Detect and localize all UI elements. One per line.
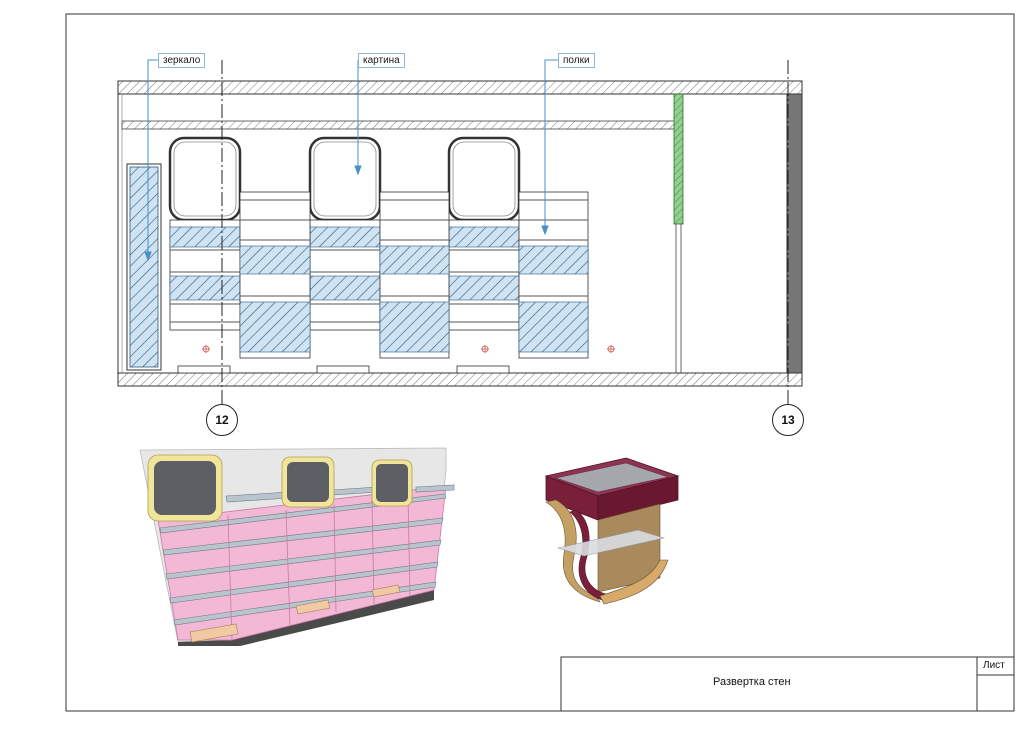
title-block: [560, 656, 1015, 712]
wall-elevation: [117, 59, 803, 405]
drawing-title: Развертка стен: [713, 676, 791, 688]
ceiling-slab: [117, 80, 803, 95]
socket-markers: [202, 345, 615, 353]
callout-leaders: [144, 59, 558, 262]
callout-shelves: полки: [558, 53, 595, 68]
floor-slab: [117, 372, 803, 387]
wall-3d-view: [139, 447, 455, 646]
callout-mirror: зеркало: [158, 53, 206, 68]
mirror-glass: [129, 166, 159, 368]
tall-shelf-units: [239, 191, 589, 359]
sheet-label: Лист: [983, 660, 1005, 671]
green-panel: [673, 93, 684, 225]
right-column: [786, 93, 803, 374]
lower-shelf-units: [169, 219, 520, 331]
callout-picture: картина: [358, 53, 405, 68]
axis-label-12: 12: [206, 404, 238, 436]
lighting-rail: [121, 120, 679, 130]
showcase-3d-view: [544, 457, 680, 605]
axis-label-13: 13: [772, 404, 804, 436]
sheet-frame: [65, 13, 1015, 712]
